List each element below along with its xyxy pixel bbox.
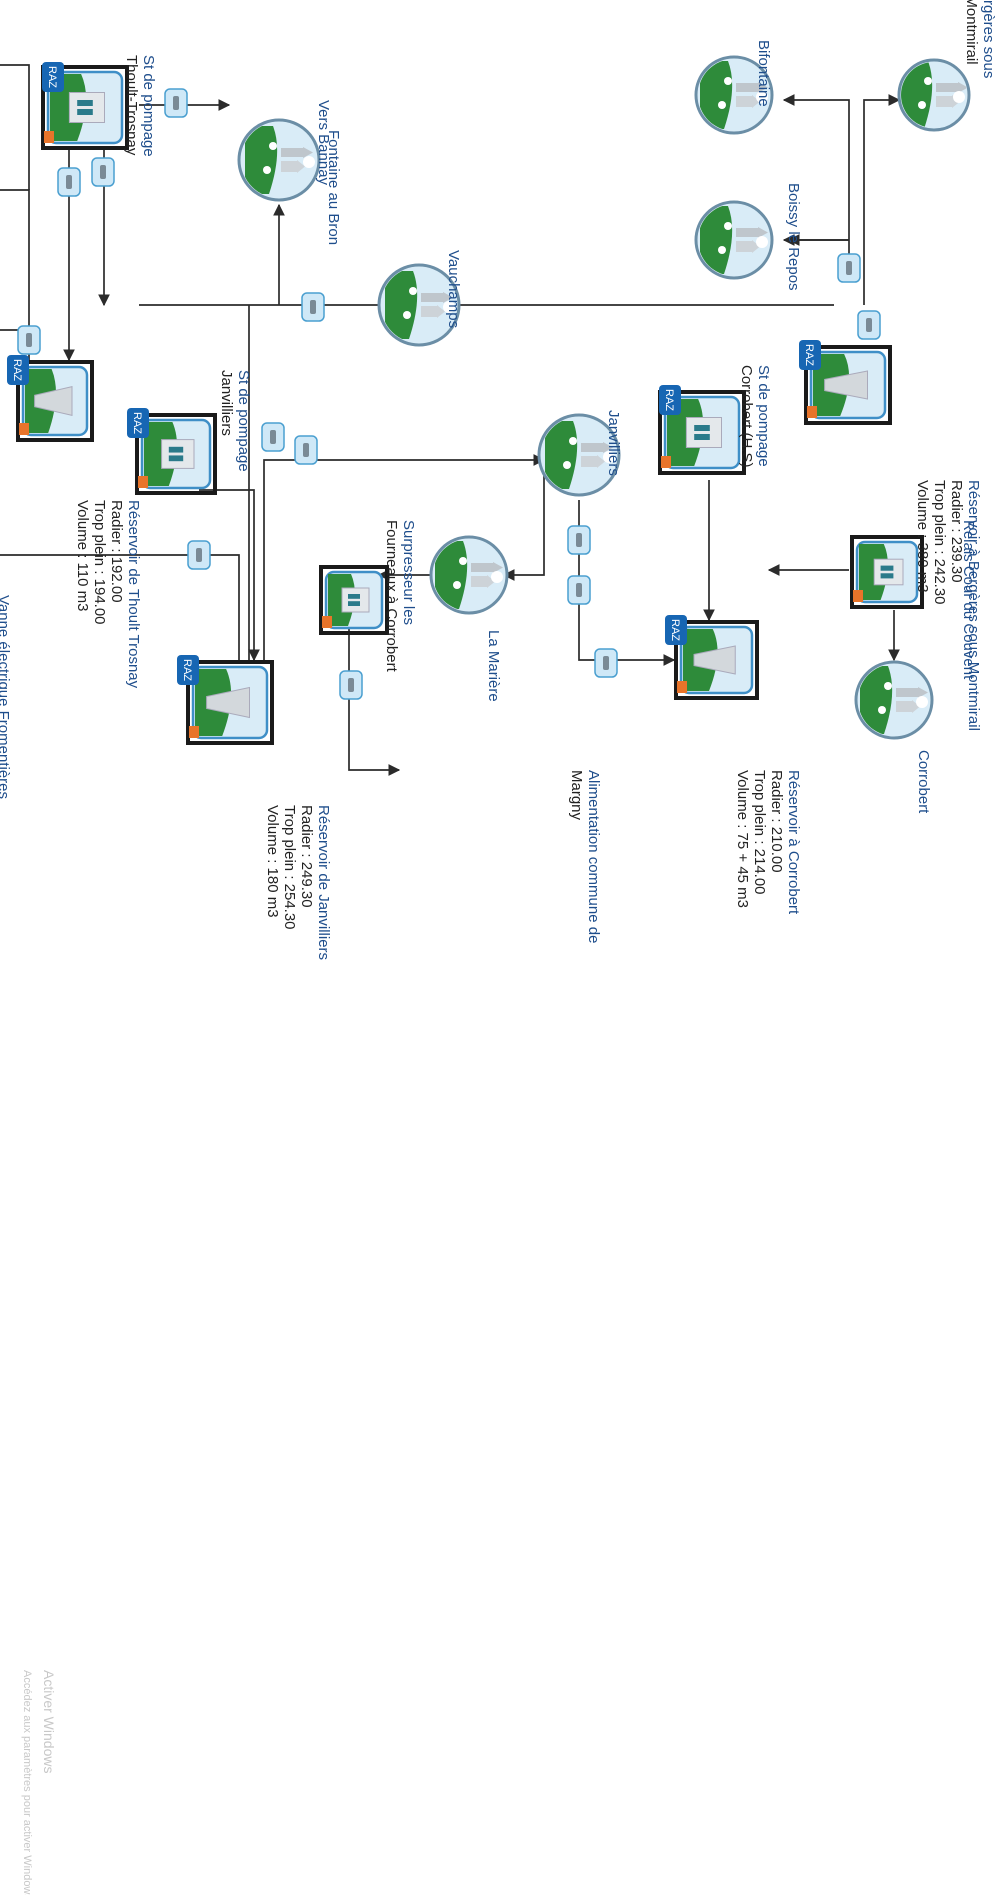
raz-button[interactable]: RAZ [659,385,681,415]
village-bergeres[interactable] [897,58,971,132]
svg-text:RAZ: RAZ [46,66,58,88]
st_corrobert-label-1: Corrobert (H.S) [738,365,755,468]
village-janvilliers[interactable] [537,413,621,497]
bossy-label-0: Boissy le Repos [785,183,802,291]
valve-icon[interactable] [294,435,318,465]
pipe-link [578,500,676,666]
res_bergeres-label-0: Réservoir à Bergères sous Montmirail [965,480,982,731]
pipe-link [0,554,240,660]
svg-text:RAZ: RAZ [11,359,23,381]
res_corrobert-label-1: Radier : 210.00 [768,770,785,873]
res_corrobert-label-2: Trop plein : 214.00 [751,770,768,895]
watermark-line-2: Accédez aux paramètres pour activer Wind… [21,1670,33,1895]
valve-icon[interactable] [594,648,618,678]
valve-icon[interactable] [339,670,363,700]
pipe-link [199,489,260,662]
raz-button[interactable]: RAZ [799,340,821,370]
surpresseur-label-0: Surpresseur les [400,520,417,625]
station-thoult-trosnay[interactable] [41,65,129,150]
bifontaine-label-0: Bifontaine [755,40,772,107]
pipe-link [263,454,546,660]
raz-button[interactable]: RAZ [42,62,64,92]
res_bergeres-label-2: Trop plein : 242.30 [931,480,948,605]
la_mariere-label-0: La Marière [485,630,502,702]
village-boissy[interactable] [694,200,774,280]
raz-button[interactable]: RAZ [7,355,29,385]
valve-icon[interactable] [567,575,591,605]
svg-text:RAZ: RAZ [663,389,675,411]
res_bergeres-label-3: Volume : 380 m3 [914,480,931,593]
station-corrobert[interactable] [658,390,746,475]
village-corrobert[interactable] [854,660,934,740]
res_corrobert-label-0: Réservoir à Corrobert [785,770,802,915]
alim_margny-label-0: Alimentation commune de [585,770,602,943]
reservoir-bergeres[interactable] [804,345,892,425]
relais-cour-couvent[interactable] [850,535,924,609]
st_corrobert-label-0: St de pompage [755,365,772,467]
valve-icon[interactable] [57,167,81,197]
station-janvilliers[interactable] [135,413,217,495]
svg-text:RAZ: RAZ [669,619,681,641]
pipe-link [348,610,401,776]
valve-icon[interactable] [301,292,325,322]
fontaine-label-0: Fontaine au Bron [325,130,342,245]
reservoir-thoult-trosnay[interactable] [16,360,94,442]
valves [17,88,881,700]
valve-icon[interactable] [857,310,881,340]
valve-icon[interactable] [17,325,41,355]
st_janvilliers-label-1: Janvilliers [218,370,235,436]
village-bifontaine[interactable] [694,55,774,135]
res_thoult-label-2: Trop plein : 194.00 [91,500,108,625]
vers_bannay-label-0: Vers Bannay [315,100,332,186]
res_janvilliers-label-1: Radier : 249.30 [298,805,315,908]
svg-text:RAZ: RAZ [131,412,143,434]
valve-icon[interactable] [261,422,285,452]
alim_margny-label-1: Margny [568,770,585,821]
pipe-link [863,94,901,305]
village-vauchamps[interactable] [377,263,461,347]
valve-icon[interactable] [164,88,188,118]
res_corrobert-label-3: Volume : 75 + 45 m3 [734,770,751,908]
pipe-link [502,460,545,581]
pipe-link [782,94,850,270]
reservoir-corrobert[interactable] [674,620,759,700]
watermark-line-1: Activer Windows [41,1670,57,1773]
valve-icon[interactable] [91,157,115,187]
res_thoult-label-1: Radier : 192.00 [108,500,125,603]
janvilliers-label-0: Janvilliers [605,410,622,476]
windows-activation-watermark: Activer Windows Accédez aux paramètres p… [21,1670,57,1895]
res_janvilliers-label-2: Trop plein : 254.30 [281,805,298,930]
village-la-mariere[interactable] [429,535,509,615]
st_janvilliers-label-0: St de pompage [235,370,252,472]
bergeres-label-0: Bergères sous [980,0,997,78]
res_janvilliers-label-3: Volume : 180 m3 [264,805,281,918]
svg-text:RAZ: RAZ [181,659,193,681]
reservoir-janvilliers[interactable] [186,660,274,745]
surpresseur-fourneaux[interactable] [319,565,389,635]
bergeres-label-1: Montmirail [963,0,980,65]
st_thoult-label-1: Thoult-Trosnay [123,55,140,156]
raz-button[interactable]: RAZ [127,408,149,438]
raz-button[interactable]: RAZ [665,615,687,645]
pipe-link [0,64,30,190]
valve-icon[interactable] [837,253,861,283]
relais-label-0: Relais Cour du Couvent [960,520,977,680]
res_thoult-label-3: Volume : 110 m3 [74,500,91,611]
corrobert-label-0: Corrobert [915,750,932,814]
st_thoult-label-0: St de pompage [140,55,157,157]
res_janvilliers-label-0: Réservoir de Janvilliers [315,805,332,960]
raz-button[interactable]: RAZ [177,655,199,685]
vauchamps-label-0: Vauchamps [445,250,462,328]
village-fontaine[interactable] [237,118,321,202]
res_bergeres-label-1: Radier : 239.30 [948,480,965,583]
surpresseur-label-1: Fourneaux à Corrobert [383,520,400,673]
svg-text:RAZ: RAZ [803,344,815,366]
valve-icon[interactable] [567,525,591,555]
valve-icon[interactable] [187,540,211,570]
vanne-label-0: Vanne électrique Fromentières [0,595,12,799]
res_thoult-label-0: Réservoir de Thoult Trosnay [125,500,142,689]
